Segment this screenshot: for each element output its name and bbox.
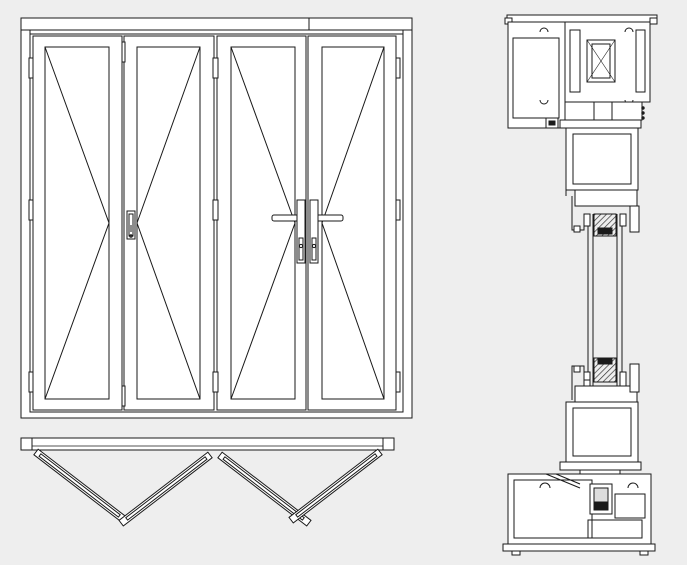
head-track [20,437,395,451]
opening-indicator-2 [136,46,201,400]
door-panel-4 [307,35,397,411]
door-panel-2 [123,35,215,411]
sash-top-rail [559,119,642,233]
sill-profile [502,473,656,556]
double-glazing [583,213,627,387]
folded-leaf-4 [288,448,383,524]
door-handle-center-right [309,199,344,264]
folded-leaf-3 [217,451,312,527]
folded-leaf-1 [33,448,128,524]
door-handle-center-left [271,199,306,264]
folded-leaf-2 [118,451,213,527]
opening-indicator-1 [44,46,110,400]
head-profile [504,14,658,129]
front-elevation-view [20,17,413,419]
door-panel-3 [216,35,307,411]
opening-indicator-3 [230,46,296,400]
plan-view-folding [20,437,395,527]
opening-indicator-4 [321,46,385,400]
door-panel-1 [32,35,123,411]
door-handle-left [126,210,136,240]
vertical-section-detail [502,14,658,556]
hinge-group [28,41,401,407]
outer-frame-inner-edge [29,33,404,413]
